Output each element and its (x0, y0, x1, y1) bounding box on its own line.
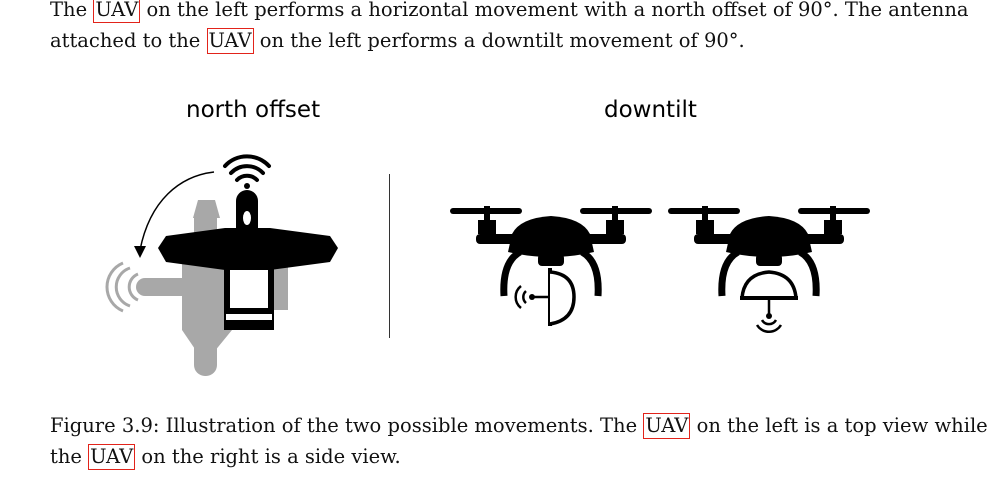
antenna-dish-icon (740, 270, 798, 334)
quadcopter-icon (668, 206, 870, 297)
text-run: on the left performs a downtilt movement… (253, 29, 745, 52)
caption-line-1: Figure 3.9: Illustration of the two poss… (50, 410, 988, 441)
top-view-plane-icon (158, 190, 338, 330)
text-run: attached to the (50, 29, 207, 52)
figure-label-north-offset: north offset (186, 97, 321, 123)
text-run: on the right is a side view. (135, 445, 401, 468)
acronym-link-uav[interactable]: UAV (643, 413, 691, 439)
paragraph-line-1: The UAV on the left performs a horizonta… (50, 0, 969, 25)
text-run: The (50, 0, 94, 21)
wifi-signal-icon (223, 154, 271, 189)
text-run: the (50, 445, 89, 468)
text-run: Figure 3.9: Illustration of the two poss… (50, 414, 644, 437)
figure-label-downtilt: downtilt (604, 97, 697, 123)
caption-line-2: the UAV on the right is a side view. (50, 441, 930, 472)
acronym-link-uav[interactable]: UAV (93, 0, 141, 23)
body-paragraph: The UAV on the left performs a horizonta… (50, 0, 969, 56)
figure-caption: Figure 3.9: Illustration of the two poss… (50, 410, 988, 472)
text-run: on the left performs a horizontal moveme… (140, 0, 969, 21)
antenna-dish-icon (514, 268, 576, 326)
acronym-link-uav[interactable]: UAV (206, 28, 254, 54)
acronym-link-uav[interactable]: UAV (88, 444, 136, 470)
paragraph-line-2: attached to the UAV on the left performs… (50, 25, 930, 56)
rotation-arrow-icon (134, 171, 215, 258)
figure-divider (389, 174, 391, 338)
quadcopter-icon (450, 206, 652, 297)
text-run: on the left is a top view while (690, 414, 988, 437)
